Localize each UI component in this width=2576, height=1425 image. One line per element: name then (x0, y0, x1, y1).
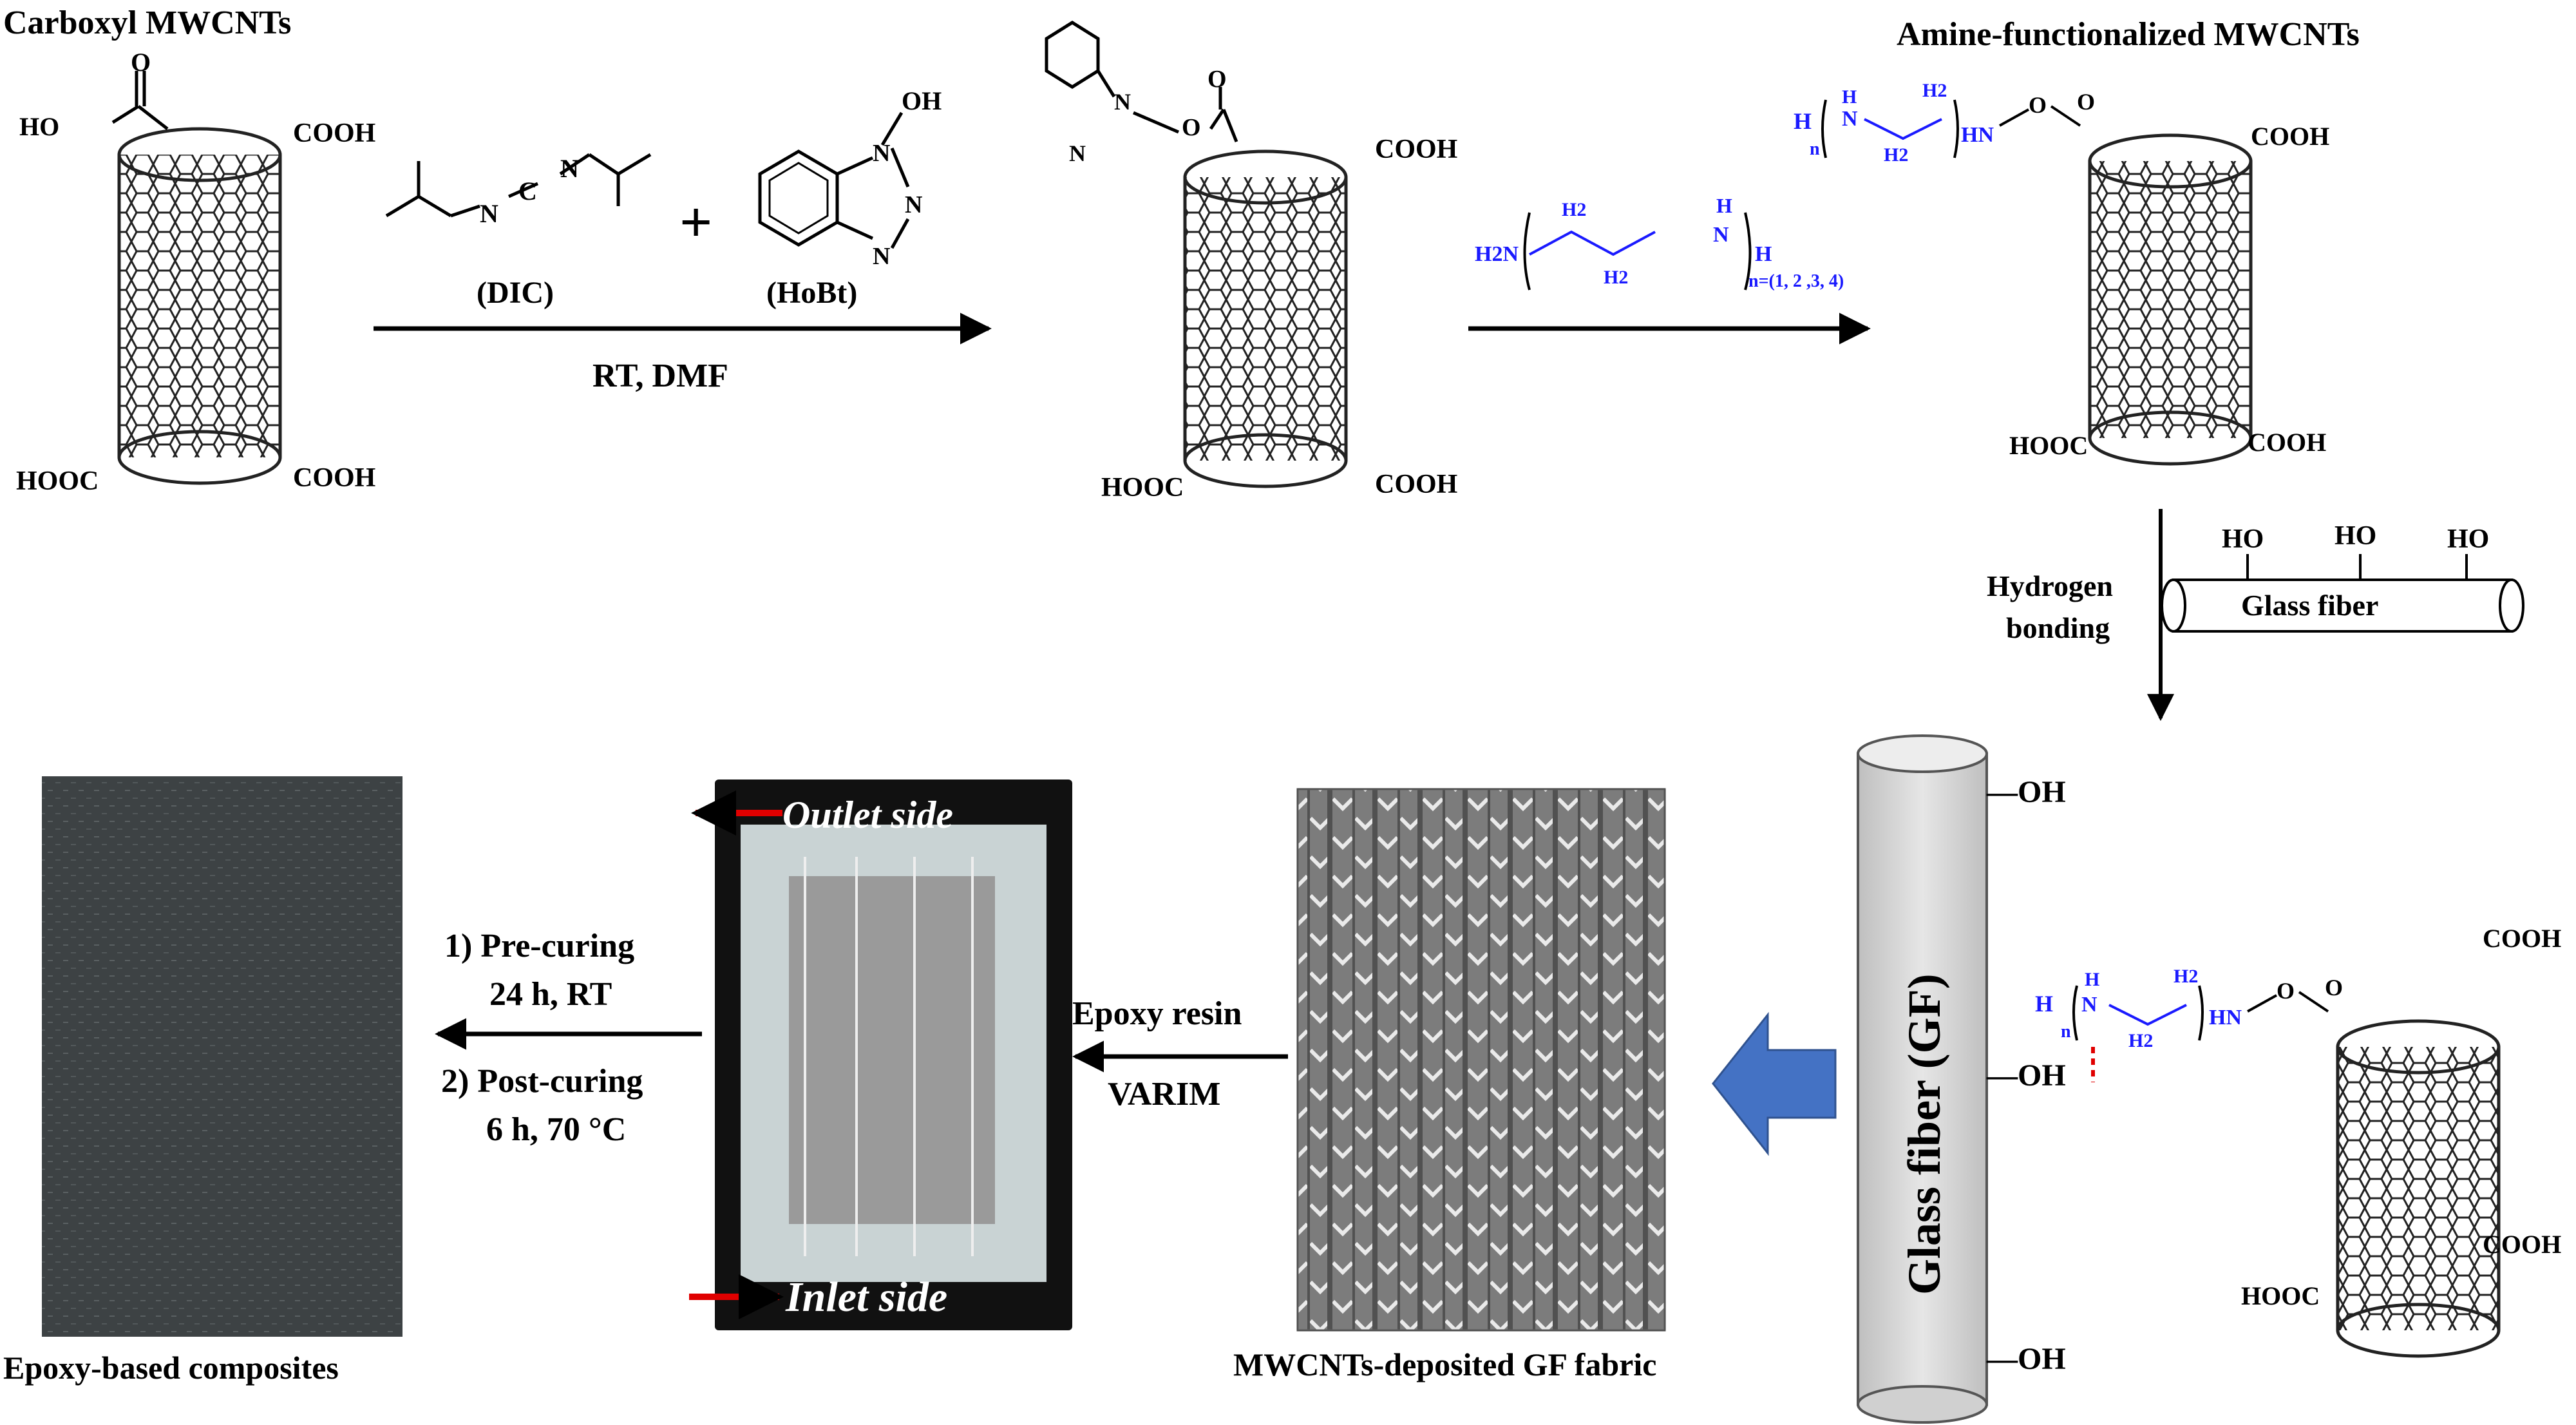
dic-label: (DIC) (477, 276, 554, 310)
bond-n: N (2081, 993, 2098, 1017)
top-n: N (1842, 107, 1858, 131)
amine-h: H (1716, 194, 1732, 217)
hobt-label: (HoBt) (766, 276, 857, 310)
top-h: H (1794, 108, 1812, 134)
ester-n-2: N (1114, 89, 1131, 115)
amine-reagent: H2N H2 H2 H N H n=(1, 2 ,3, 4) (1475, 194, 1844, 291)
cooh-label-4: COOH (1375, 470, 1457, 499)
gf-ho-2: HO (2334, 521, 2376, 551)
dic-structure (385, 153, 652, 218)
amine-n-range: n=(1, 2 ,3, 4) (1748, 271, 1844, 291)
bond-carbonyl-o: O (2325, 975, 2343, 1000)
top-h-2: H (1842, 86, 1857, 108)
cooh-label-7: COOH (2483, 924, 2561, 953)
amine-h2n: H2N (1475, 242, 1519, 266)
amine-h2-1: H2 (1562, 199, 1586, 220)
hobt-oh: OH (902, 86, 942, 115)
top-n-label: n (1810, 139, 1820, 159)
cooh-label-3: COOH (1375, 135, 1457, 164)
bond-h-2: H (2085, 969, 2099, 990)
composites-caption: Epoxy-based composites (3, 1350, 339, 1386)
varim-setup-photo (715, 779, 1072, 1330)
precuring-label: 1) Pre-curing (444, 928, 634, 964)
postcuring-label: 2) Post-curing (441, 1063, 643, 1100)
cooh-label-1: COOH (293, 119, 375, 148)
plus-sign: + (679, 191, 712, 254)
cooh-label-5: COOH (2251, 122, 2329, 151)
postcuring-cond: 6 h, 70 °C (486, 1111, 626, 1148)
amine-chain-top: H n H N H2 H2 HN O O (1794, 80, 2095, 166)
top-h2-1: H2 (1884, 144, 1908, 166)
conditions-label: RT, DMF (592, 358, 728, 394)
fabric-photo (1296, 788, 1666, 1332)
bonded-nanotube (2336, 1019, 2501, 1358)
amine-end-h: H (1755, 242, 1772, 266)
fabric-caption: MWCNTs-deposited GF fabric (1233, 1346, 1656, 1382)
amine-title: Amine-functionalized MWCNTs (1897, 16, 2360, 53)
varim-label: VARIM (1108, 1076, 1220, 1113)
amine-n: N (1713, 223, 1729, 247)
composite-photo (42, 776, 402, 1337)
carbonyl-o-label: O (131, 48, 151, 77)
top-carbonyl-o: O (2077, 89, 2095, 115)
inlet-label: Inlet side (785, 1274, 947, 1321)
hobt-n-3: N (873, 243, 890, 270)
ester-n-1: N (1069, 140, 1086, 166)
amine-h2-2: H2 (1604, 267, 1628, 288)
bond-h: H (2035, 991, 2053, 1017)
cooh-label-8: COOH (2483, 1230, 2561, 1259)
precuring-cond: 24 h, RT (489, 976, 612, 1013)
ho-label-1: HO (19, 112, 59, 141)
glass-fiber-label: Glass fiber (2241, 589, 2378, 622)
carboxyl-title: Carboxyl MWCNTs (3, 5, 291, 41)
dic-n-1: N (480, 199, 498, 228)
activated-ester-structure (1045, 21, 1238, 142)
top-hn: HN (1961, 123, 1994, 147)
dic-c: C (518, 177, 537, 206)
hobt-n-2: N (905, 191, 922, 218)
cooh-label-2: COOH (293, 463, 375, 493)
epoxy-resin-label: Epoxy resin (1072, 995, 1242, 1032)
glass-fiber-tube (1857, 734, 1988, 1424)
bond-o-link: O (2277, 978, 2295, 1004)
hooc-label-4: HOOC (2241, 1281, 2320, 1310)
gf-vertical-label: Glass fiber (GF) (1899, 973, 1950, 1295)
bonding-label: bonding (2006, 611, 2110, 644)
glass-fiber-small (2161, 554, 2524, 633)
top-h2-2: H2 (1922, 80, 1947, 101)
ester-carbonyl-o: O (1208, 66, 1227, 93)
hobt-structure (758, 111, 910, 249)
hooc-label-1: HOOC (16, 466, 99, 496)
gf-oh-1: —OH (1986, 775, 2066, 809)
bond-n-label: n (2061, 1022, 2071, 1042)
gf-oh-3: —OH (1986, 1342, 2066, 1376)
bond-hn: HN (2209, 1006, 2242, 1029)
amine-nanotube (2088, 133, 2253, 466)
top-o-link: O (2029, 92, 2047, 118)
blue-process-arrow (1712, 1011, 1837, 1156)
bonded-chain: H n H N H2 H2 HN O O (2035, 966, 2343, 1051)
hydrogen-label: Hydrogen (1987, 569, 2113, 602)
bond-h2-1: H2 (2128, 1030, 2153, 1051)
hooc-label-2: HOOC (1101, 473, 1184, 502)
carboxyl-nanotube (117, 127, 282, 485)
hooc-label-3: HOOC (2009, 431, 2088, 460)
gf-ho-3: HO (2447, 524, 2489, 554)
cooh-label-6: COOH (2248, 428, 2326, 457)
outlet-label: Outlet side (782, 794, 953, 836)
gf-ho-1: HO (2222, 524, 2264, 554)
gf-oh-2: —OH (1986, 1058, 2066, 1093)
ester-nanotube (1183, 149, 1348, 488)
dic-n-2: N (560, 154, 579, 183)
ester-o: O (1182, 114, 1201, 141)
hobt-n-1: N (873, 140, 890, 167)
bond-h2-2: H2 (2174, 966, 2198, 987)
